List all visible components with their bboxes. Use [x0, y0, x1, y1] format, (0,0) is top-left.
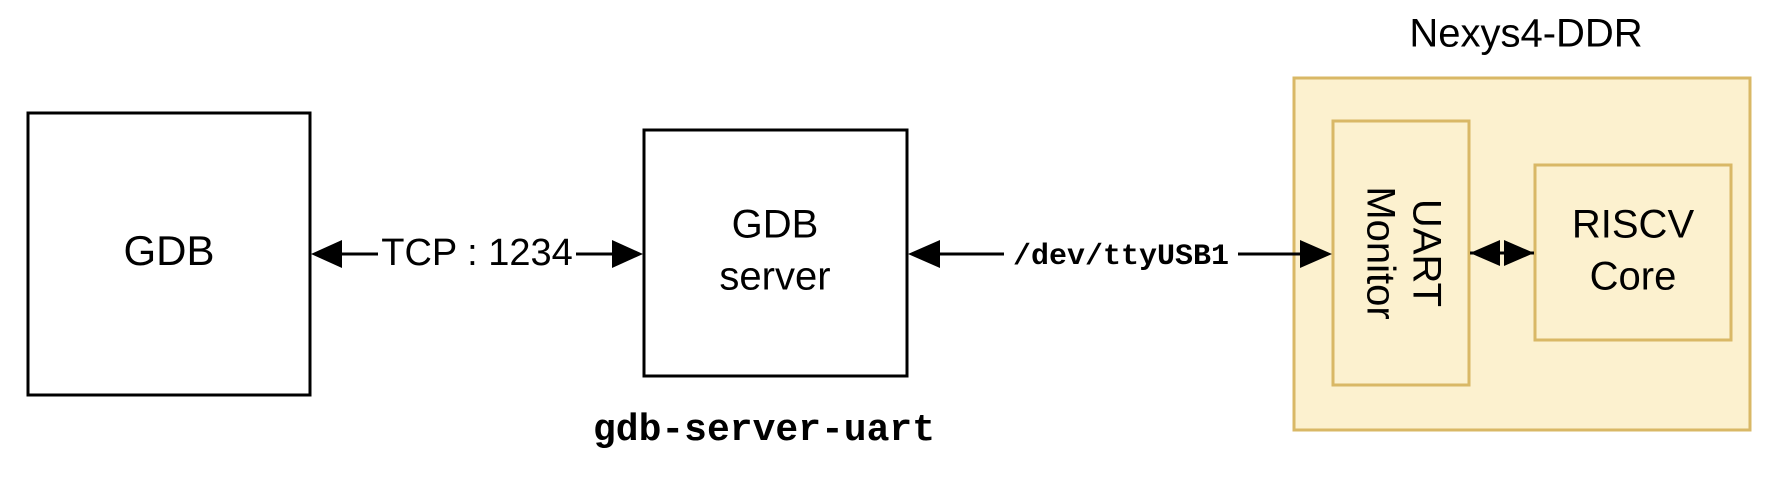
arrowhead-right-icon — [1504, 240, 1534, 266]
gdb-server-box — [642, 128, 909, 378]
tcp-connection-arrow — [311, 240, 643, 268]
gdb-box — [26, 111, 312, 397]
serial-connection-arrow — [908, 240, 1332, 268]
gdb-server-caption: gdb-server-uart — [593, 409, 935, 452]
uart-monitor-label-line1: UART — [1404, 199, 1448, 307]
arrowhead-left-icon — [311, 240, 342, 268]
tcp-connection-label-background — [379, 232, 575, 275]
arrowhead-left-icon — [908, 240, 940, 268]
arrowhead-right-icon — [612, 240, 643, 268]
uart-monitor-label-line2: Monitor — [1358, 186, 1402, 319]
serial-connection-label-background — [1010, 239, 1232, 274]
tcp-connection-label: TCP : 1234 — [381, 232, 573, 274]
riscv-core-label-line2: Core — [1590, 255, 1677, 299]
uart-monitor-box — [1331, 119, 1471, 387]
riscv-core-box — [1533, 163, 1733, 342]
internal-connection-arrow — [1470, 240, 1534, 266]
arrowhead-right-icon — [1300, 240, 1332, 268]
arrowhead-left-icon — [1470, 240, 1500, 266]
gdb-server-label-line2: server — [719, 255, 830, 299]
board-title: Nexys4-DDR — [1409, 12, 1642, 56]
gdb-server-label-line1: GDB — [732, 203, 819, 247]
serial-connection-label: /dev/ttyUSB1 — [1013, 240, 1229, 274]
gdb-label: GDB — [123, 227, 214, 274]
riscv-core-label-line1: RISCV — [1572, 203, 1695, 247]
